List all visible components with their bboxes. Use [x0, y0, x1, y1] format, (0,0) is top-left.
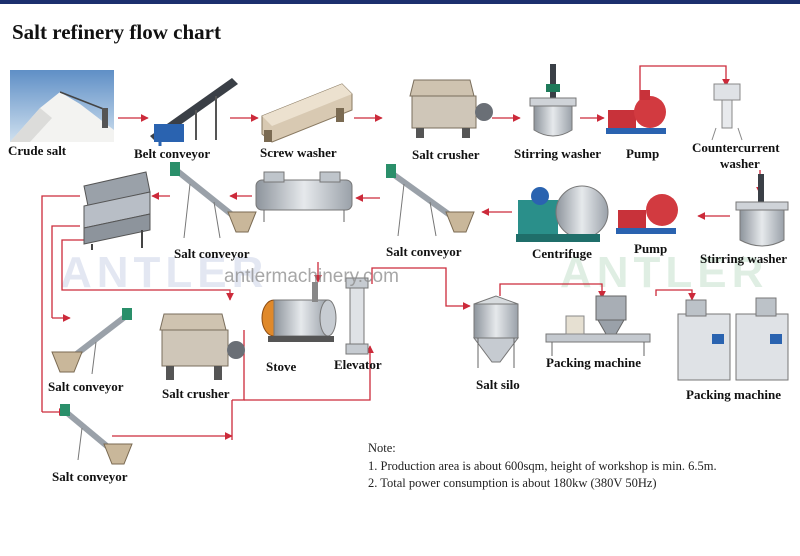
salt-conveyor-bottom-image	[60, 404, 133, 465]
label-elevator: Elevator	[334, 357, 382, 372]
label-packing-machine-2: Packing machine	[686, 387, 781, 402]
screw-washer-image	[261, 83, 353, 143]
label-crude-salt: Crude salt	[8, 143, 67, 158]
salt-crusher-low-image	[159, 313, 245, 380]
pump-mid-image	[616, 194, 678, 234]
arrow-elevator-to-silo	[371, 267, 471, 310]
label-salt-crusher-low: Salt crusher	[162, 386, 230, 401]
stirring-washer-top-image	[529, 64, 577, 137]
label-belt-conveyor: Belt conveyor	[134, 146, 211, 161]
watermark-url: antlermachinery.com	[224, 266, 399, 287]
stove-image	[261, 282, 337, 342]
stirring-washer-right-image	[735, 174, 789, 247]
line-screen-mid	[51, 225, 80, 318]
label-salt-conveyor-mid-left: Salt conveyor	[174, 246, 250, 261]
fluid-bed-dryer-image	[255, 171, 353, 222]
pump-top-image	[606, 90, 666, 134]
note-line-2: 2. Total power consumption is about 180k…	[368, 476, 657, 490]
label-salt-silo: Salt silo	[476, 377, 520, 392]
label-packing-machine-1: Packing machine	[546, 355, 641, 370]
line-crusher-right	[232, 330, 245, 401]
brand-watermark-right: ANTLER	[560, 248, 769, 297]
note-heading: Note:	[368, 441, 396, 455]
brand-watermark-left: ANTLER	[60, 248, 269, 297]
label-pump-top: Pump	[626, 146, 660, 161]
packing-machine-2-image	[677, 297, 789, 381]
salt-conveyor-low-image	[51, 308, 132, 375]
label-salt-crusher-top: Salt crusher	[412, 147, 480, 162]
page-title: Salt refinery flow chart	[12, 20, 221, 44]
label-stirring-washer-top: Stirring washer	[514, 146, 602, 161]
packing-machine-1-image	[545, 295, 651, 356]
label-screw-washer: Screw washer	[260, 145, 337, 160]
salt-silo-image	[473, 295, 519, 368]
salt-conveyor-mid-right-image	[386, 164, 475, 237]
arrow-to-packing-2	[655, 289, 696, 301]
label-countercurrent-washer-line1: Countercurrent	[692, 140, 780, 155]
arrow-pump-to-countercurrent	[639, 65, 730, 100]
label-salt-conveyor-low: Salt conveyor	[48, 379, 124, 394]
label-stirring-washer-right: Stirring washer	[700, 251, 788, 266]
arrow-silo-to-packing	[499, 283, 606, 299]
vibrating-screen-image	[83, 171, 151, 250]
arrow-screen-to-crusher	[61, 239, 234, 301]
arrow-to-elevator	[244, 345, 374, 401]
label-pump-mid: Pump	[634, 241, 668, 256]
belt-conveyor-image	[150, 78, 238, 146]
label-salt-conveyor-mid-right: Salt conveyor	[386, 244, 462, 259]
label-salt-conveyor-bottom: Salt conveyor	[52, 469, 128, 484]
label-centrifuge: Centrifuge	[532, 246, 592, 261]
note-block: Note: 1. Production area is about 600sqm…	[368, 440, 717, 493]
salt-crusher-top-image	[409, 79, 493, 138]
countercurrent-washer-image	[711, 83, 743, 141]
label-countercurrent-washer-line2: washer	[720, 156, 760, 171]
salt-conveyor-mid-left-image	[170, 162, 257, 239]
note-line-1: 1. Production area is about 600sqm, heig…	[368, 458, 717, 473]
centrifuge-image	[516, 185, 609, 242]
elevator-image	[345, 277, 369, 355]
crude-salt-image	[10, 70, 114, 142]
header-bar	[0, 0, 800, 4]
line-screen-left-bus	[41, 195, 80, 412]
label-stove: Stove	[266, 359, 297, 374]
flow-arrows	[41, 65, 764, 440]
